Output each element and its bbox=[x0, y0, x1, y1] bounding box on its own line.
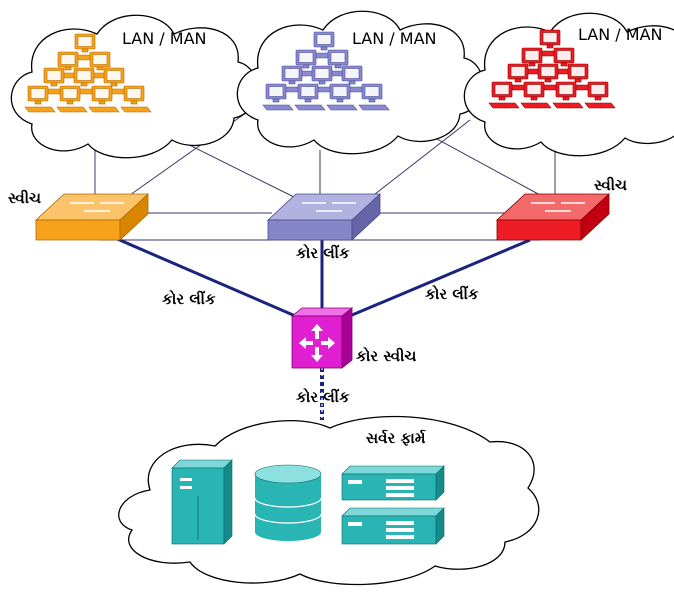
core-link-center-label: કોર લીંક bbox=[296, 243, 350, 262]
link-cloud3-switch2 bbox=[369, 119, 471, 199]
core-link-bottom-label: કોર લીંક bbox=[296, 387, 350, 406]
core-link-left-label: કોર લીંક bbox=[162, 289, 216, 308]
server-farm-label: સર્વર ફાર્મ bbox=[366, 429, 426, 447]
core-link-right bbox=[344, 238, 531, 320]
core-links bbox=[114, 236, 531, 320]
rack-server-bottom bbox=[341, 507, 445, 545]
cloud-3-label: LAN / MAN bbox=[578, 25, 662, 44]
database-icon bbox=[254, 464, 322, 541]
switch-left-arrows-icon bbox=[70, 202, 124, 212]
cloud-2-label: LAN / MAN bbox=[352, 29, 436, 48]
core-link-left bbox=[114, 236, 301, 320]
switch-left-label: સ્વીચ bbox=[8, 189, 41, 207]
cloud-1-label: LAN / MAN bbox=[122, 29, 206, 48]
core-switch-label: કોર સ્વીચ bbox=[356, 346, 416, 365]
switch-left bbox=[34, 193, 150, 241]
core-switch bbox=[290, 307, 354, 369]
switch-right-arrows-icon bbox=[531, 202, 585, 212]
switch-center-arrows-icon bbox=[302, 202, 356, 212]
switch-center bbox=[266, 193, 382, 241]
rack-server-top bbox=[341, 465, 445, 501]
switch-right bbox=[495, 193, 611, 241]
tower-server bbox=[171, 459, 233, 545]
switch-right-label: સ્વીચ bbox=[594, 176, 627, 194]
core-switch-arrows-icon bbox=[299, 324, 335, 362]
core-link-right-label: કોર લીંક bbox=[425, 284, 479, 303]
